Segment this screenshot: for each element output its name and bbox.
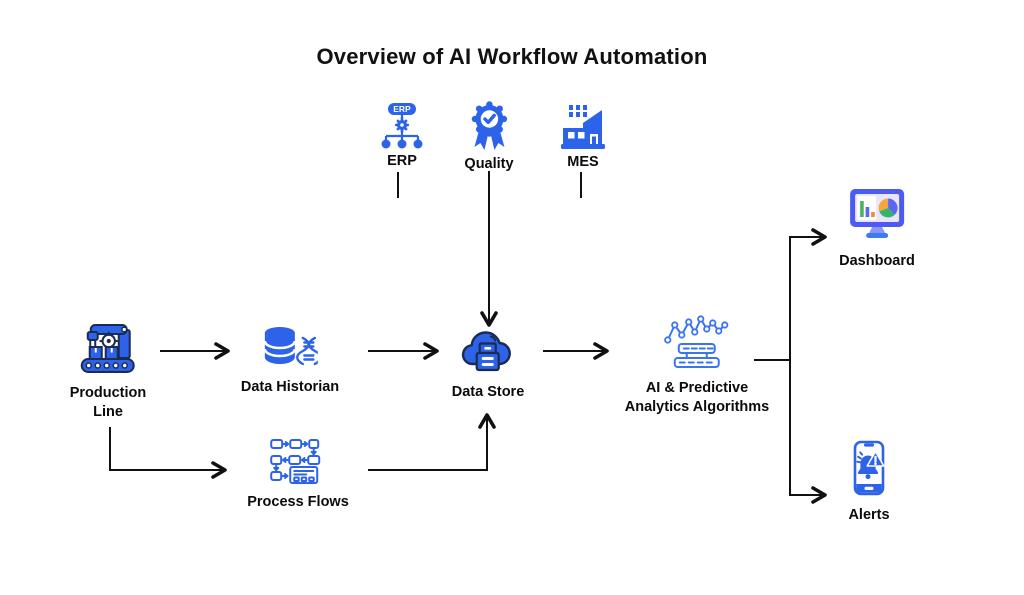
node-label-ai-predictive: AI & Predictive Analytics Algorithms: [624, 380, 770, 415]
arrow-ai-to-dashboard: [789, 228, 827, 496]
flowchart-icon: [269, 439, 320, 484]
node-quality: Quality: [464, 101, 514, 174]
arrow-production-to-processflows: [109, 427, 227, 479]
node-label-production-line: Production Line: [69, 385, 147, 420]
node-label-mes: MES: [567, 154, 599, 170]
node-label-alerts: Alerts: [848, 507, 890, 523]
node-process-flows: Process Flows: [247, 437, 349, 512]
node-label-data-historian: Data Historian: [240, 379, 340, 395]
node-production-line: Production Line: [69, 320, 147, 422]
diagram-title: Overview of AI Workflow Automation: [316, 44, 708, 69]
network-graph-servers-icon: [664, 315, 729, 368]
node-data-store: Data Store: [451, 327, 525, 402]
factory-icon: [561, 105, 605, 149]
node-label-dashboard: Dashboard: [839, 253, 915, 269]
database-dna-icon: [263, 327, 318, 366]
quality-badge-icon: [471, 101, 507, 150]
node-label-erp: ERP: [387, 153, 417, 169]
node-label-quality: Quality: [464, 156, 514, 172]
monitor-charts-icon: [850, 189, 904, 238]
node-mes: MES: [557, 103, 609, 172]
erp-badge-text: ERP: [393, 104, 411, 114]
node-label-data-store: Data Store: [451, 384, 525, 400]
cloud-server-icon: [462, 331, 512, 372]
node-alerts: Alerts: [846, 440, 892, 525]
node-ai-predictive: AI & Predictive Analytics Algorithms: [624, 313, 770, 417]
node-data-historian: Data Historian: [241, 324, 339, 397]
phone-alert-icon: [853, 440, 885, 496]
arrow-processflows-to-datastore: [368, 413, 496, 471]
node-erp: ERP ERP: [377, 102, 427, 171]
node-dashboard: Dashboard: [839, 186, 915, 271]
robot-arm-conveyor-icon: [81, 324, 135, 373]
erp-hierarchy-icon: ERP: [381, 103, 423, 149]
node-label-process-flows: Process Flows: [247, 494, 349, 510]
